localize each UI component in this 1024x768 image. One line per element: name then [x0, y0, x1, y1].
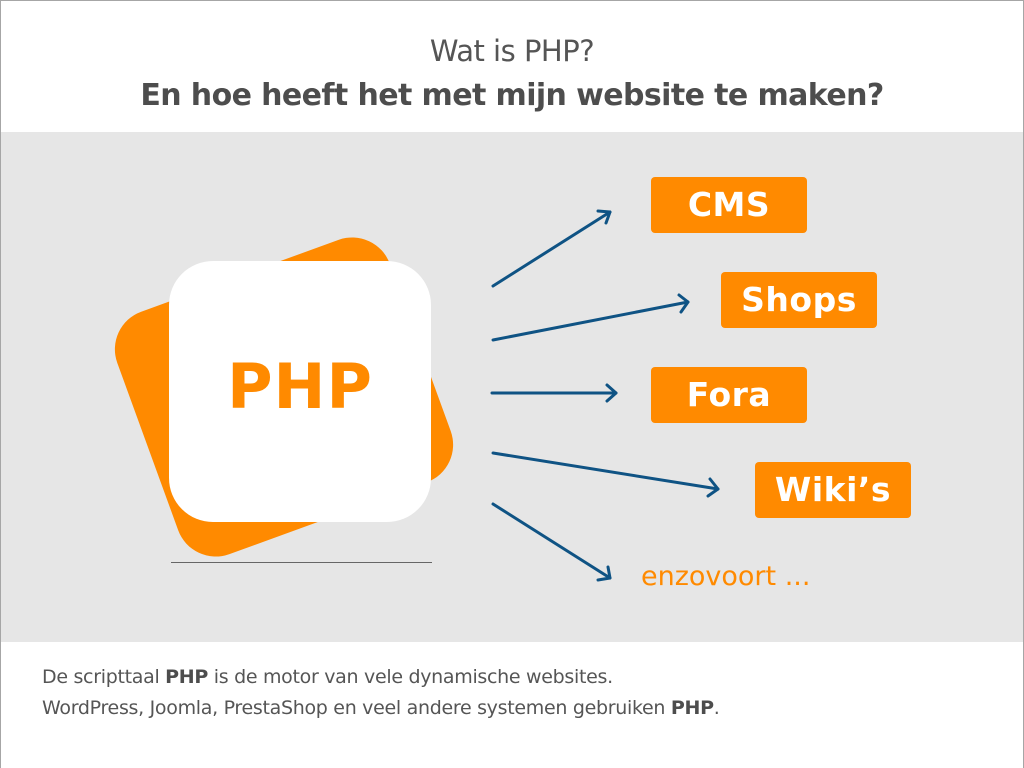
- caption-bold-php: PHP: [670, 697, 714, 719]
- caption-line-1: De scripttaal PHP is de motor van vele d…: [42, 666, 613, 688]
- caption-text: .: [713, 697, 720, 719]
- title-subquestion: En hoe heeft het met mijn website te mak…: [140, 78, 884, 113]
- title-question: Wat is PHP?: [429, 34, 595, 68]
- tag-shops: Shops: [721, 272, 877, 328]
- caption-text: WordPress, Joomla, PrestaShop en veel an…: [42, 697, 671, 719]
- tag-wikis: Wiki’s: [755, 462, 911, 518]
- header: Wat is PHP? En hoe heeft het met mijn we…: [1, 1, 1023, 132]
- tag-fora: Fora: [651, 367, 807, 423]
- tag-cms: CMS: [651, 177, 807, 233]
- more-label: enzovoort ...: [641, 561, 811, 592]
- php-card: PHP: [169, 261, 431, 522]
- caption-line-2: WordPress, Joomla, PrestaShop en veel an…: [42, 697, 720, 719]
- php-label: PHP: [227, 350, 373, 423]
- card-underline: [171, 562, 432, 563]
- caption-text: De scripttaal: [42, 666, 166, 688]
- caption-text: is de motor van vele dynamische websites…: [208, 666, 613, 688]
- caption-bold-php: PHP: [165, 666, 209, 688]
- footer-caption: De scripttaal PHP is de motor van vele d…: [1, 642, 1023, 768]
